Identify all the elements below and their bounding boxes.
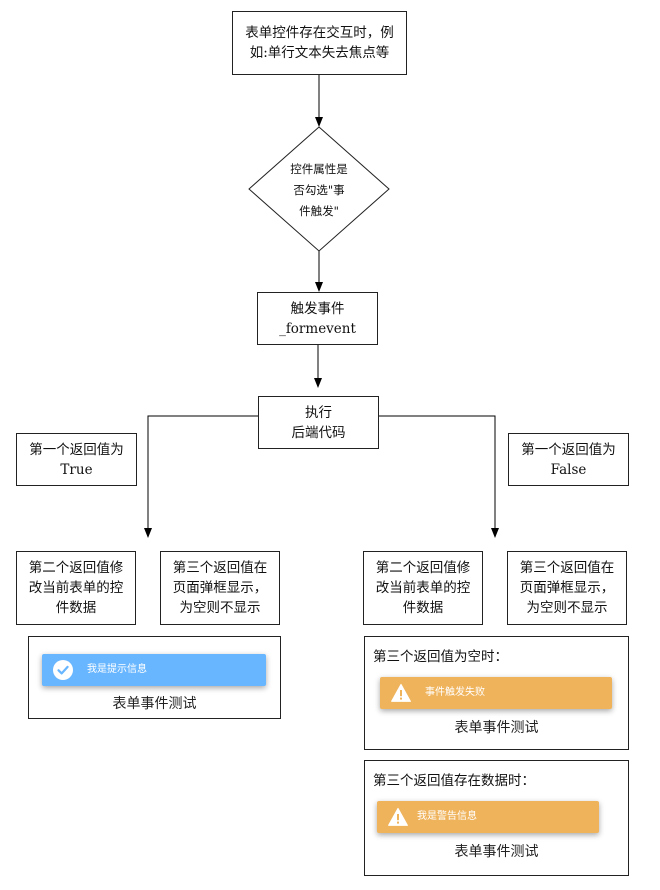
warning-icon (391, 683, 411, 702)
trigger-box: 触发事件 _formevent (257, 292, 378, 345)
success-toast-text: 我是提示信息 (87, 664, 147, 675)
execute-text: 执行 后端代码 (291, 404, 346, 441)
empty-case-toast: 事件触发失败 (380, 677, 612, 709)
left-third-return-box: 第三个返回值在 页面弹框显示， 为空则不显示 (160, 551, 280, 625)
trigger-text: 触发事件 _formevent (279, 300, 356, 337)
left-second-return-box: 第二个返回值修 改当前表单的控 件数据 (16, 551, 136, 625)
right-first-return-box: 第一个返回值为 False (508, 433, 629, 486)
data-case-caption: 第三个返回值存在数据时： (373, 773, 535, 789)
empty-case-toast-text: 事件触发失败 (425, 687, 485, 698)
empty-case-form-title: 表单事件测试 (454, 720, 539, 736)
check-circle-icon (53, 660, 73, 680)
right-third-return-text: 第三个返回值在 页面弹框显示， 为空则不显示 (519, 560, 615, 616)
start-text: 表单控件存在交互时，例 如:单行文本失去焦点等 (245, 25, 394, 61)
decision-label-container: 控件属性是 否勾选"事 件触发" (269, 157, 369, 223)
left-second-return-text: 第二个返回值修 改当前表单的控 件数据 (28, 560, 124, 616)
right-first-return-text: 第一个返回值为 False (521, 441, 616, 478)
arrow-execute-to-left (144, 415, 258, 538)
right-third-return-box: 第三个返回值在 页面弹框显示， 为空则不显示 (507, 551, 627, 625)
success-form-title: 表单事件测试 (112, 696, 197, 712)
left-first-return-text: 第一个返回值为 True (29, 441, 124, 478)
left-first-return-box: 第一个返回值为 True (16, 433, 137, 486)
decision-text: 控件属性是 否勾选"事 件触发" (290, 161, 348, 218)
data-case-panel: 第三个返回值存在数据时： 我是警告信息 表单事件测试 (364, 760, 629, 876)
warning-icon (388, 807, 408, 826)
left-third-return-text: 第三个返回值在 页面弹框显示， 为空则不显示 (172, 560, 268, 616)
data-case-toast-text: 我是警告信息 (417, 811, 477, 822)
empty-case-panel: 第三个返回值为空时： 事件触发失败 表单事件测试 (364, 636, 629, 750)
right-second-return-box: 第二个返回值修 改当前表单的控 件数据 (363, 551, 483, 625)
success-toast: 我是提示信息 (42, 654, 266, 686)
right-second-return-text: 第二个返回值修 改当前表单的控 件数据 (375, 560, 471, 616)
arrow-execute-to-right (378, 415, 499, 538)
data-case-form-title: 表单事件测试 (454, 844, 539, 860)
empty-case-caption: 第三个返回值为空时： (373, 649, 508, 665)
data-case-toast: 我是警告信息 (377, 801, 599, 833)
execute-box: 执行 后端代码 (258, 396, 379, 449)
start-box: 表单控件存在交互时，例 如:单行文本失去焦点等 (232, 11, 407, 75)
success-example-panel: 我是提示信息 表单事件测试 (28, 636, 281, 719)
